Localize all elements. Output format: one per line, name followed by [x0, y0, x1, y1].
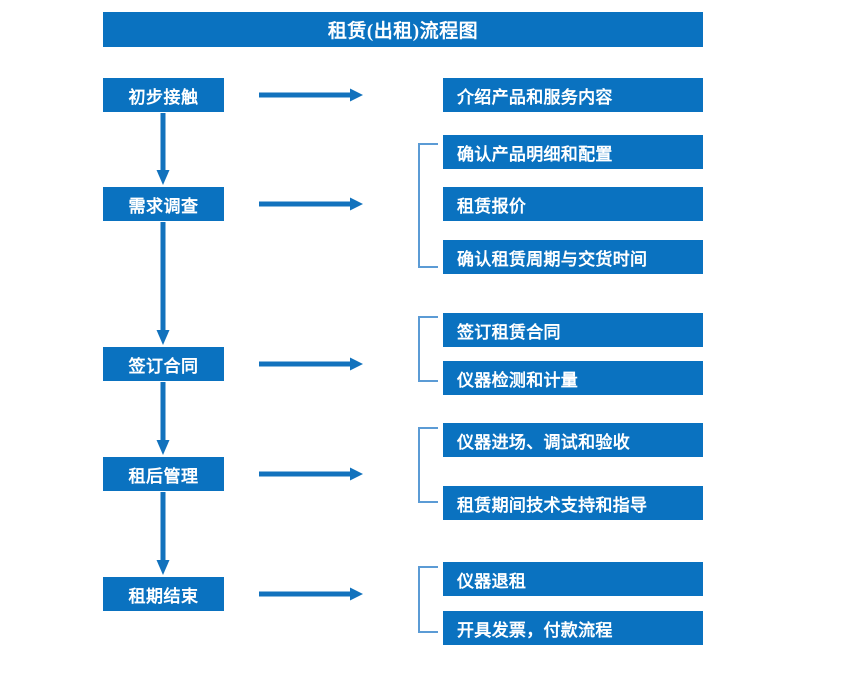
stage-box-2[interactable]: 需求调查 — [103, 187, 224, 221]
stage-box-1[interactable]: 初步接触 — [103, 78, 224, 112]
horizontal-arrow-1 — [259, 88, 364, 102]
detail-box-5[interactable]: 签订租赁合同 — [443, 313, 703, 347]
group-bracket-2 — [418, 143, 438, 268]
stage-box-3[interactable]: 签订合同 — [103, 347, 224, 381]
detail-box-3[interactable]: 租赁报价 — [443, 187, 703, 221]
detail-box-4[interactable]: 确认租赁周期与交货时间 — [443, 240, 703, 274]
detail-box-6[interactable]: 仪器检测和计量 — [443, 361, 703, 395]
horizontal-arrow-3 — [259, 357, 364, 371]
vertical-arrow-1-to-2 — [156, 113, 170, 186]
group-bracket-4 — [418, 427, 438, 503]
vertical-arrow-2-to-3 — [156, 222, 170, 346]
chart-title-bar: 租赁(出租)流程图 — [103, 12, 703, 47]
horizontal-arrow-2 — [259, 197, 364, 211]
group-bracket-3 — [418, 316, 438, 382]
detail-box-8[interactable]: 租赁期间技术支持和指导 — [443, 486, 703, 520]
detail-box-1[interactable]: 介绍产品和服务内容 — [443, 78, 703, 112]
stage-box-4[interactable]: 租后管理 — [103, 457, 224, 491]
detail-box-2[interactable]: 确认产品明细和配置 — [443, 135, 703, 169]
horizontal-arrow-4 — [259, 467, 364, 481]
stage-box-5[interactable]: 租期结束 — [103, 577, 224, 611]
vertical-arrow-3-to-4 — [156, 382, 170, 456]
detail-box-9[interactable]: 仪器退租 — [443, 562, 703, 596]
detail-box-10[interactable]: 开具发票，付款流程 — [443, 611, 703, 645]
horizontal-arrow-5 — [259, 587, 364, 601]
group-bracket-5 — [418, 566, 438, 633]
detail-box-7[interactable]: 仪器进场、调试和验收 — [443, 423, 703, 457]
vertical-arrow-4-to-5 — [156, 492, 170, 576]
